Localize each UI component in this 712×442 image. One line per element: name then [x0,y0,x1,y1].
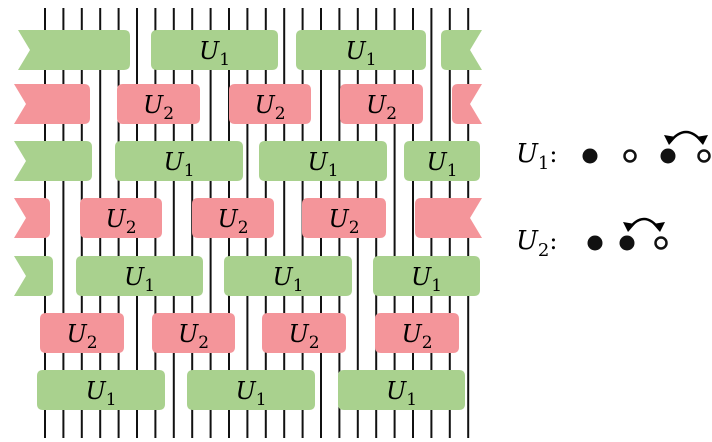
u1-gate [373,256,480,296]
empty-dot-icon [654,236,668,250]
u2-gate [452,84,482,124]
filled-dot-icon [587,235,603,251]
u1-gate [296,30,426,70]
u2-gate-label: U2 [401,320,432,353]
u1-gate-label: U1 [345,37,376,70]
u1-gate [187,370,315,410]
u1-gate [259,141,387,181]
u1-gate [76,256,203,296]
u1-gate-label: U1 [386,377,417,410]
u1-gate-label: U1 [163,148,194,181]
u1-gate [115,141,243,181]
u2-gate [375,313,459,353]
u2-gate [40,313,124,353]
u2-gate-label: U2 [328,205,359,238]
u1-gate-label: U1 [307,148,338,181]
u1-gate [151,30,278,70]
u1-gate-label: U1 [426,148,457,181]
u2-gate [152,313,235,353]
u1-gate-label: U1 [124,263,155,296]
arrowhead-icon [696,135,708,145]
gate-legend: U1: U2: [516,130,711,261]
empty-dot-icon [697,149,711,163]
legend-label: U2: [516,226,557,261]
legend-label: U1: [516,139,557,174]
u1-gate [14,256,53,296]
u2-gate [192,198,274,238]
u2-gate-label: U2 [254,91,285,124]
u1-gate [338,370,465,410]
u2-gate [229,84,311,124]
u2-gate [14,84,90,124]
u1-gate [18,30,130,70]
u1-gate-label: U1 [272,263,303,296]
u2-gate-label: U2 [288,320,319,353]
u2-gate-label: U2 [105,205,136,238]
u1-gate [224,256,352,296]
u2-gate-label: U2 [143,91,174,124]
arrowhead-icon [664,135,676,145]
u1-gate-label: U1 [235,377,266,410]
u2-gate-label: U2 [217,205,248,238]
u2-gate [117,84,200,124]
u2-gate-label: U2 [178,320,209,353]
arrowhead-icon [623,222,635,232]
filled-dot-icon [582,148,598,164]
u2-gate-label: U2 [66,320,97,353]
u1-gate-label: U1 [85,377,116,410]
u2-gate [262,313,346,353]
empty-dot-icon [623,149,637,163]
filled-dot-icon [660,148,676,164]
u2-gate-label: U2 [366,91,397,124]
u1-gate-label: U1 [411,263,442,296]
u2-gate [80,198,162,238]
u2-gate [14,198,50,238]
u1-gate [14,141,92,181]
u2-gate [415,198,482,238]
u1-gate [404,141,480,181]
u1-gate-label: U1 [199,37,230,70]
u1-gate [441,30,482,70]
u1-gate [37,370,165,410]
u2-gate [302,198,386,238]
u2-gate [340,84,423,124]
filled-dot-icon [619,235,635,251]
arrowhead-icon [653,222,665,232]
